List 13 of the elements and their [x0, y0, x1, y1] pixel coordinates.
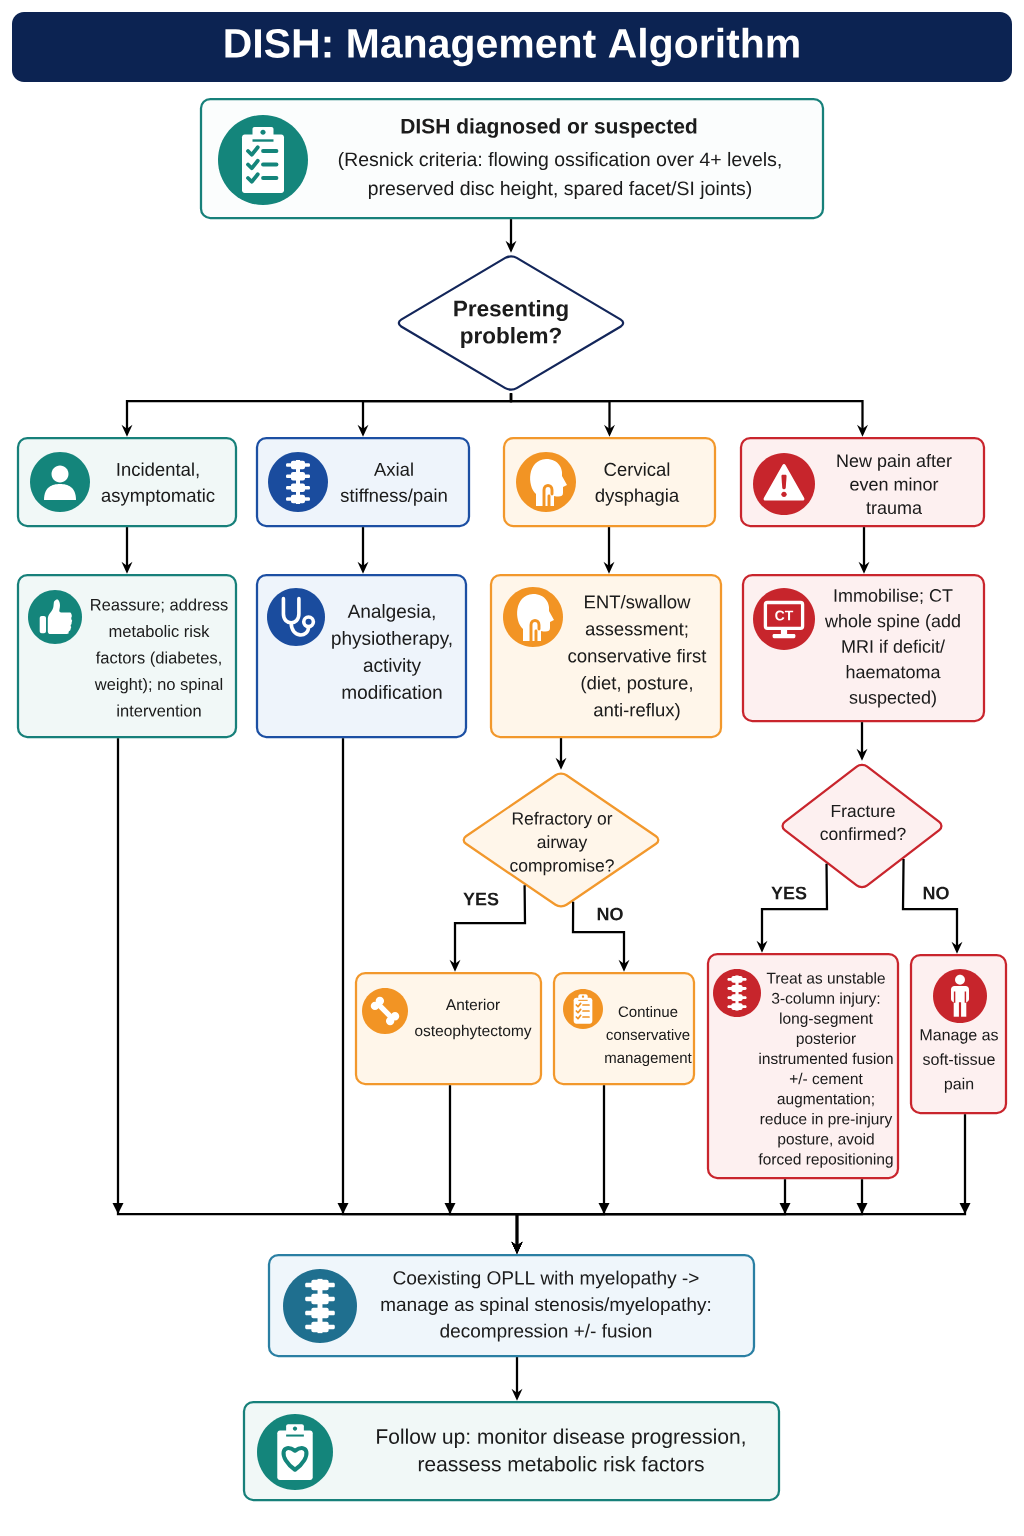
edge-label: YES	[461, 890, 501, 908]
process-box: Treat as unstable 3-column injury: long-segment posterior instrumented fusion +/- cement augmentation; reduce in pre-injury posture, avoid forced repositioning	[706, 952, 900, 1180]
start-box: DISH diagnosed or suspected (Resnick criteria: flowing ossification over 4+ levels, preserved disc height, spared facet/SI joints)	[199, 97, 825, 220]
process-box: Reassure; address metabolic risk factors (diabetes, weight); no spinal intervention	[16, 573, 238, 739]
process-box: Anterior osteophytectomy	[354, 971, 543, 1086]
process-box: ENT/swallow assessment; conservative first (diet, posture, anti-reflux)	[489, 573, 723, 739]
process-box: Coexisting OPLL with myelopathy -> manage as spinal stenosis/myelopathy: decompression +/- fusion	[267, 1253, 756, 1358]
process-box: Continue conservative management	[552, 971, 696, 1086]
edge-label: NO	[594, 905, 626, 923]
screen-text: CT	[775, 610, 794, 621]
title-banner: DISH: Management Algorithm	[12, 12, 1012, 82]
process-box: Follow up: monitor disease progression, reassess metabolic risk factors	[242, 1400, 781, 1502]
process-box: Analgesia, physiotherapy, activity modification	[255, 573, 468, 739]
